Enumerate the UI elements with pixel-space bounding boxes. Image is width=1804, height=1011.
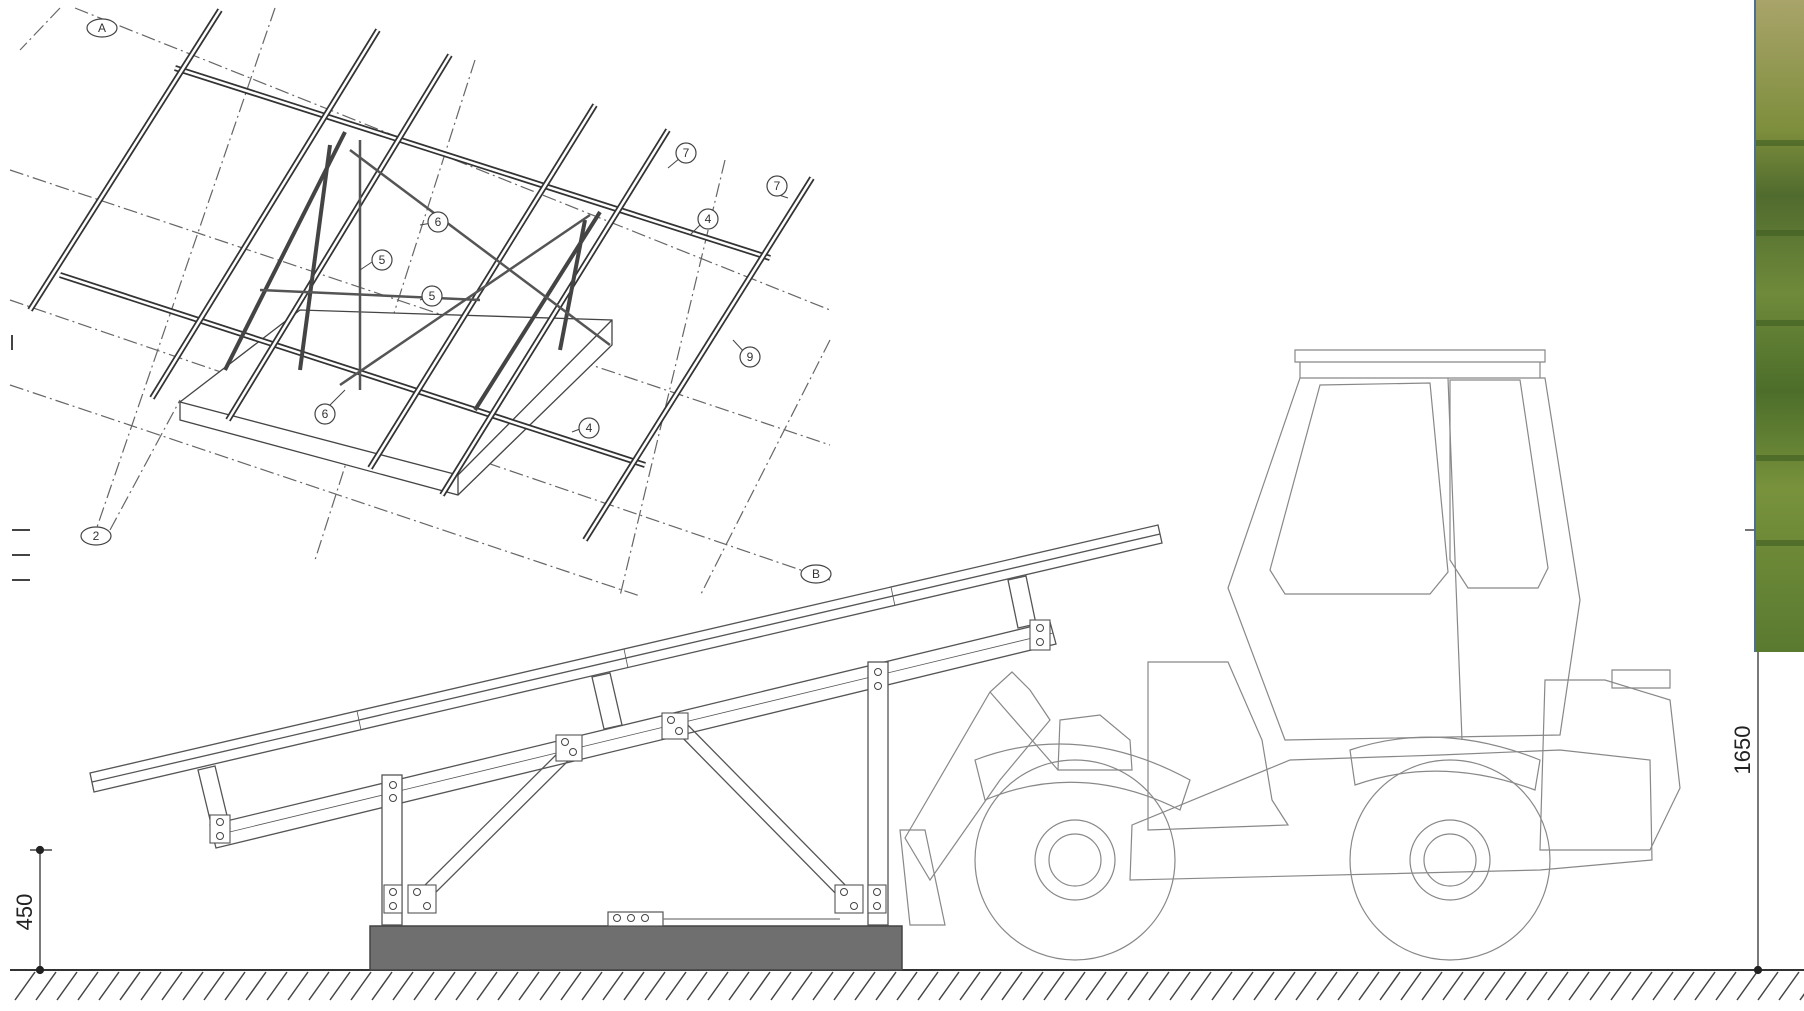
grid-label-2: 2 xyxy=(93,529,100,543)
front-wheel xyxy=(974,759,1176,961)
part-label-4b: 4 xyxy=(586,421,593,435)
concrete-foundation xyxy=(369,925,903,971)
iso-foundation-slab xyxy=(179,309,613,496)
bolts xyxy=(216,624,1044,922)
iso-rafters xyxy=(223,131,602,412)
part-callout-5b xyxy=(421,285,443,307)
grid-label-a: A xyxy=(98,21,106,35)
iso-callouts xyxy=(80,18,832,584)
part-label-9: 9 xyxy=(747,350,754,364)
part-callout-5a xyxy=(371,249,393,271)
dimension-label-1650: 1650 xyxy=(1730,726,1755,775)
part-callout-7b xyxy=(766,175,788,197)
part-label-6a: 6 xyxy=(435,215,442,229)
tractor-outline xyxy=(899,349,1681,961)
part-label-5b: 5 xyxy=(429,289,436,303)
solar-panel xyxy=(89,524,1163,793)
rear-wheel xyxy=(1349,759,1551,961)
part-label-7b: 7 xyxy=(774,179,781,193)
part-callout-4a xyxy=(697,208,719,230)
part-callout-4b xyxy=(578,417,600,439)
isometric-view: A 2 B 7 7 6 5 5 4 9 6 4 xyxy=(9,7,832,597)
grid-callout-2 xyxy=(80,526,112,546)
grid-label-b: B xyxy=(812,567,820,581)
part-callout-7a xyxy=(675,142,697,164)
part-callout-6b xyxy=(314,403,336,425)
part-callout-9 xyxy=(739,346,761,368)
field-photo xyxy=(1754,0,1804,652)
part-label-5a: 5 xyxy=(379,253,386,267)
grid-callout-a xyxy=(86,18,118,38)
grid-callout-b xyxy=(800,564,832,584)
panel-clamps xyxy=(197,575,1037,833)
part-label-7a: 7 xyxy=(683,146,690,160)
grid-lines xyxy=(9,7,831,597)
bolt-plates xyxy=(209,619,1051,914)
dimension-foundation-height xyxy=(30,845,52,975)
part-label-6b: 6 xyxy=(322,407,329,421)
part-label-4a: 4 xyxy=(705,212,712,226)
dimension-label-450: 450 xyxy=(12,894,37,931)
iso-bracing xyxy=(259,140,611,390)
ground xyxy=(10,969,1804,1001)
part-callout-6a xyxy=(427,211,449,233)
